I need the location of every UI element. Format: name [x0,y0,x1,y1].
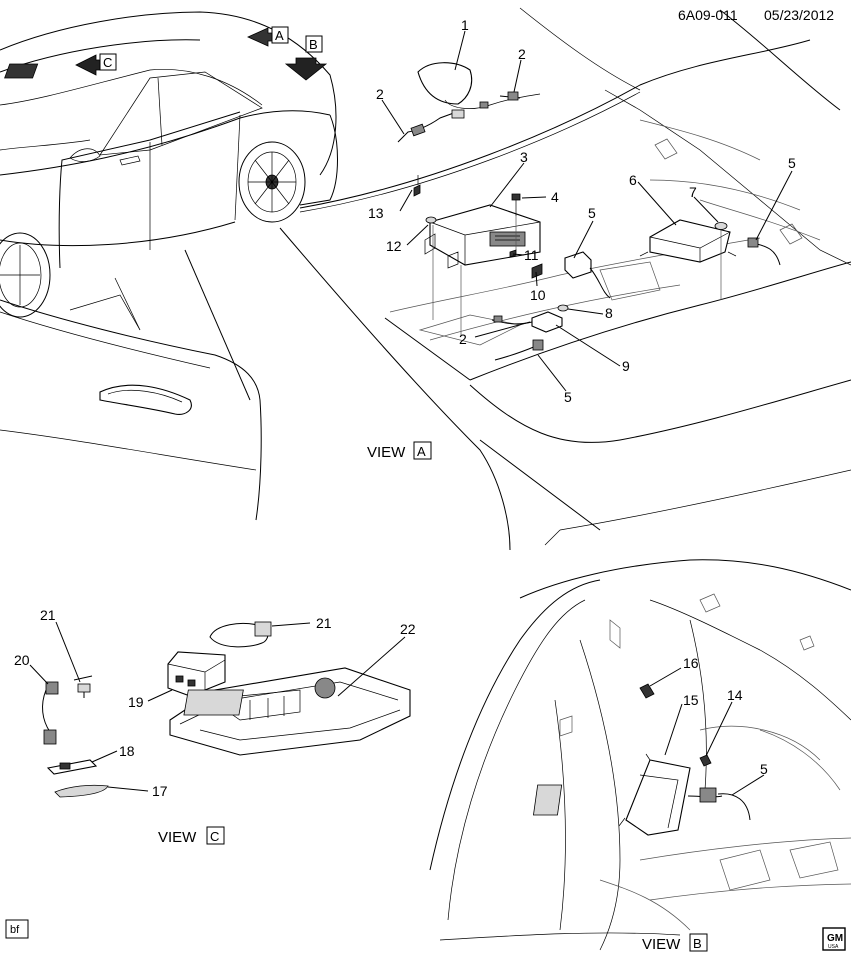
view-b-parts [533,683,751,836]
diagram-id: 6A09-011 [678,7,738,23]
view-c-parts [42,621,411,798]
callout-12: 12 [386,238,402,254]
callout-17: 17 [152,783,168,799]
view-arrow-a-letter: A [275,28,284,43]
view-a-label: VIEW A [367,441,432,461]
view-c-leaders [29,621,406,792]
callout-2: 2 [518,46,526,62]
callout-14: 14 [727,687,743,703]
receiver-module [429,204,541,266]
callout-22: 22 [400,621,416,637]
view-a-letter: A [417,444,426,459]
view-arrow-c: C [75,53,117,76]
callout-5: 5 [564,389,572,405]
view-b-label: VIEW B [642,933,708,953]
view-a-illustration [279,7,851,551]
callout-6: 6 [629,172,637,188]
view-b-illustration [429,559,851,951]
callout-21: 21 [40,607,56,623]
antenna-fin [417,62,473,105]
callout-11: 11 [524,247,539,263]
view-c-label: VIEW C [158,826,225,846]
tracking-module [625,759,691,836]
view-b-prefix: VIEW [642,936,681,953]
callout-20: 20 [14,652,30,668]
callout-21: 21 [316,615,332,631]
callout-2: 2 [376,86,384,102]
callout-5: 5 [788,155,796,171]
view-b-leaders [649,667,765,796]
callout-19: 19 [128,694,144,710]
gm-logo: GM USA [822,927,846,951]
view-a-leaders [381,30,793,392]
callout-5: 5 [588,205,596,221]
callout-3: 3 [520,149,528,165]
view-b-letter: B [693,936,702,951]
view-a-callouts: 1 2 2 3 4 13 12 5 11 10 8 9 2 5 6 7 5 [368,17,796,405]
callout-1: 1 [461,17,469,33]
callout-10: 10 [530,287,546,303]
callout-18: 18 [119,743,135,759]
callout-9: 9 [622,358,630,374]
view-a-prefix: VIEW [367,444,406,461]
callout-5: 5 [760,761,768,777]
gm-logo-subtext: USA [828,944,839,950]
callout-16: 16 [683,655,699,671]
view-arrow-b: B [284,35,328,81]
view-arrow-c-letter: C [103,55,112,70]
footer-tag: bf [5,919,29,939]
view-arrow-a: A [247,26,289,47]
callout-7: 7 [689,184,697,200]
callout-4: 4 [551,189,559,205]
callout-2: 2 [459,331,467,347]
callout-15: 15 [683,692,699,708]
view-c-letter: C [210,829,219,844]
view-c-prefix: VIEW [158,829,197,846]
diagram-date: 05/23/2012 [764,7,834,23]
callout-13: 13 [368,205,384,221]
view-arrow-b-letter: B [309,37,318,52]
car-overview-illustration [0,11,338,318]
antenna-connector [479,101,489,109]
view-c-callouts: 21 21 22 20 19 18 17 [14,607,416,799]
callout-8: 8 [605,305,613,321]
switch-pod [167,651,226,697]
view-b-callouts: 16 15 14 5 [683,655,768,777]
view-a-parts [397,62,781,361]
footer-tag-text: bf [10,924,20,936]
door-detail-illustration [0,249,262,521]
amplifier [649,219,731,263]
gm-logo-text: GM [827,933,843,944]
